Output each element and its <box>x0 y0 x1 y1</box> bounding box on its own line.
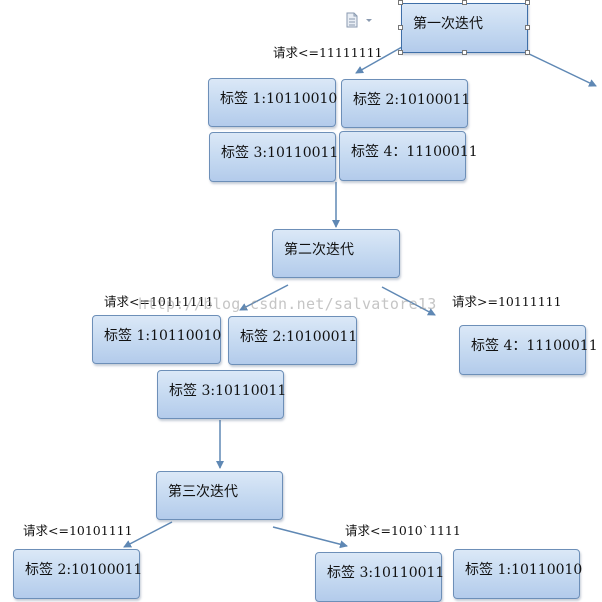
second-request-right-label: 请求>=10111111 <box>452 294 562 309</box>
second-tag-2-label: 标签 2:10100011 <box>240 329 358 345</box>
first-tag-4[interactable]: 标签 4：11100011 <box>339 131 478 181</box>
first-tag-1-label: 标签 1:10110010 <box>220 91 338 107</box>
second-iteration-title: 第二次迭代 <box>284 242 354 258</box>
arrow-first-to-left-group <box>355 46 403 74</box>
first-iteration-node[interactable]: 第一次迭代 <box>401 3 528 53</box>
first-tag-2[interactable]: 标签 2:10100011 <box>341 79 471 128</box>
diagram-canvas: 第一次迭代 请求<=11111111 标签 1:10110010 标签 2:10… <box>13 0 598 602</box>
first-tag-3[interactable]: 标签 3:10110011 <box>209 132 339 182</box>
third-tag-1-label: 标签 1:10110010 <box>465 562 583 578</box>
selection-handle-mid-left[interactable] <box>398 25 403 30</box>
third-tag-1[interactable]: 标签 1:10110010 <box>453 549 583 599</box>
third-tag-2-label: 标签 2:10100011 <box>25 562 143 578</box>
first-iteration-title: 第一次迭代 <box>413 16 483 32</box>
arrow-third-to-left <box>123 521 173 548</box>
arrow-second-to-right-group <box>381 286 436 316</box>
third-tag-3[interactable]: 标签 3:10110011 <box>315 552 445 602</box>
arrow-first-to-right-offscreen <box>524 51 597 87</box>
arrow-third-to-right <box>272 526 348 549</box>
second-tag-4[interactable]: 标签 4：11100011 <box>459 325 598 375</box>
selection-handle-top-right[interactable] <box>525 0 530 5</box>
second-tag-4-label: 标签 4：11100011 <box>471 338 598 354</box>
third-tag-2[interactable]: 标签 2:10100011 <box>13 549 143 599</box>
third-request-right-label: 请求<=1010`1111 <box>345 523 461 538</box>
second-tag-2[interactable]: 标签 2:10100011 <box>228 316 357 365</box>
connector-layer <box>123 46 597 549</box>
second-tag-3-label: 标签 3:10110011 <box>169 383 287 399</box>
first-tag-1[interactable]: 标签 1:10110010 <box>208 78 338 127</box>
selection-handle-top-left[interactable] <box>398 0 403 5</box>
second-tag-1[interactable]: 标签 1:10110010 <box>92 315 221 364</box>
first-tag-3-label: 标签 3:10110011 <box>221 145 339 161</box>
second-tag-1-label: 标签 1:10110010 <box>104 328 222 344</box>
third-request-left-label: 请求<=10101111 <box>23 523 133 538</box>
selection-handle-bottom-left[interactable] <box>398 50 403 55</box>
selection-handle-mid-right[interactable] <box>525 25 530 30</box>
third-iteration-title: 第三次迭代 <box>168 484 238 500</box>
selection-handle-bottom-right[interactable] <box>525 50 530 55</box>
third-iteration-node[interactable]: 第三次迭代 <box>156 471 283 520</box>
layout-options-icon[interactable] <box>344 12 374 28</box>
selection-handle-bottom-mid[interactable] <box>462 50 467 55</box>
third-tag-3-label: 标签 3:10110011 <box>327 565 445 581</box>
first-tag-2-label: 标签 2:10100011 <box>353 92 471 108</box>
watermark: http://blog.csdn.net/salvatore13 <box>138 295 437 313</box>
first-tag-4-label: 标签 4：11100011 <box>351 144 478 160</box>
first-request-label: 请求<=11111111 <box>273 45 383 60</box>
arrow-second-to-left-group <box>239 284 289 311</box>
second-iteration-node[interactable]: 第二次迭代 <box>272 229 400 278</box>
second-request-left-label: 请求<=10111111 <box>104 294 214 309</box>
selection-handle-top-mid[interactable] <box>462 0 467 5</box>
second-tag-3[interactable]: 标签 3:10110011 <box>157 370 287 419</box>
